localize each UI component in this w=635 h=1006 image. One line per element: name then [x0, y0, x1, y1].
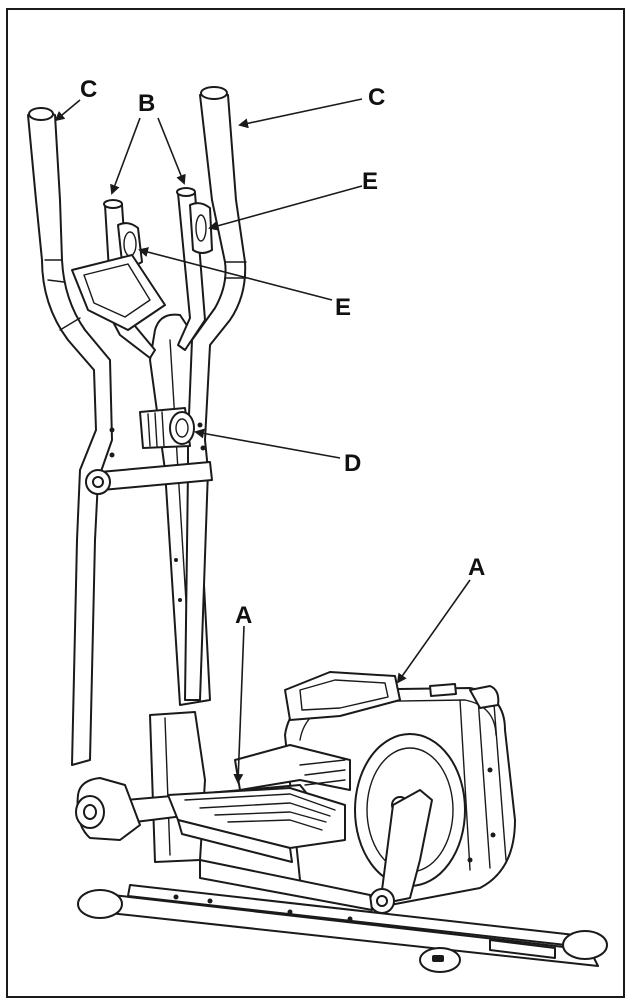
flywheel-housing [284, 671, 516, 914]
callout-c-right: C [368, 84, 386, 111]
arrow-a-right [396, 579, 471, 684]
arrow-b-right [157, 117, 186, 185]
arrow-c-right [238, 98, 363, 129]
callout-e-right: E [362, 168, 379, 195]
base-frame [77, 884, 608, 973]
callout-a-right: A [468, 554, 486, 581]
tension-knob [139, 407, 195, 449]
callout-arrows [54, 98, 471, 784]
pedal-left [167, 787, 346, 863]
arrow-e-left [138, 247, 333, 301]
rear-roller [75, 777, 141, 841]
arrow-e-right [208, 185, 363, 231]
moving-arms [27, 86, 247, 766]
callout-e-left: E [335, 294, 352, 321]
callout-d: D [344, 450, 362, 477]
arrow-d [194, 428, 341, 459]
arrow-a-left [233, 625, 245, 784]
console [71, 254, 166, 331]
arrow-c-left [54, 99, 81, 122]
callout-a-left: A [235, 602, 253, 629]
arrow-b-left [110, 117, 141, 195]
callout-b: B [138, 90, 156, 117]
cross-bar [85, 422, 213, 495]
callout-c-left: C [80, 76, 98, 103]
